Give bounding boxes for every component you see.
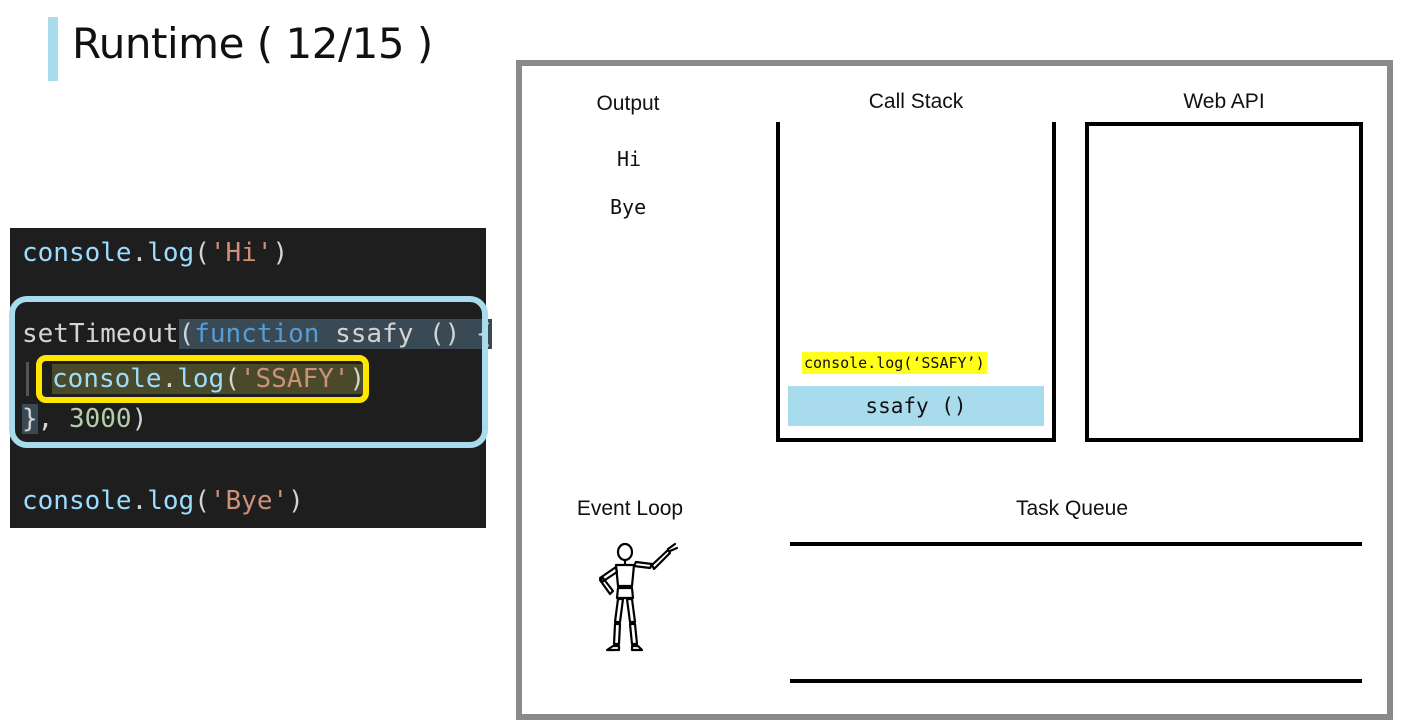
output-label: Output — [596, 92, 660, 115]
task-queue-label: Task Queue — [1015, 497, 1129, 520]
output-item-hi: Hi — [617, 147, 642, 171]
stack-frame-console-log: console.log(‘SSAFY’) — [802, 352, 987, 374]
task-queue-bottom-line — [790, 679, 1362, 683]
stack-frame-ssafy: ssafy () — [788, 386, 1044, 426]
task-queue-top-line — [790, 542, 1362, 546]
indent-guide — [26, 362, 29, 396]
settimeout-highlight-box — [9, 296, 488, 448]
event-loop-figure-icon — [580, 540, 680, 660]
runtime-diagram-frame — [516, 60, 1393, 720]
call-stack-label: Call Stack — [868, 90, 964, 113]
code-line-5: console.log('Bye') — [22, 486, 304, 516]
call-stack-container — [776, 122, 1056, 442]
web-api-label: Web API — [1183, 90, 1265, 113]
code-line-4: }, 3000) — [22, 404, 148, 434]
code-line-2: setTimeout(function ssafy () { — [22, 319, 492, 349]
event-loop-label: Event Loop — [576, 497, 684, 520]
code-line-3: console.log('SSAFY') — [52, 364, 366, 394]
title-accent-bar — [48, 17, 58, 81]
output-item-bye: Bye — [610, 195, 647, 219]
page-title: Runtime ( 12/15 ) — [72, 19, 433, 68]
code-line-1: console.log('Hi') — [22, 238, 289, 268]
web-api-container — [1085, 122, 1363, 442]
console-log-highlight-box — [36, 355, 369, 403]
